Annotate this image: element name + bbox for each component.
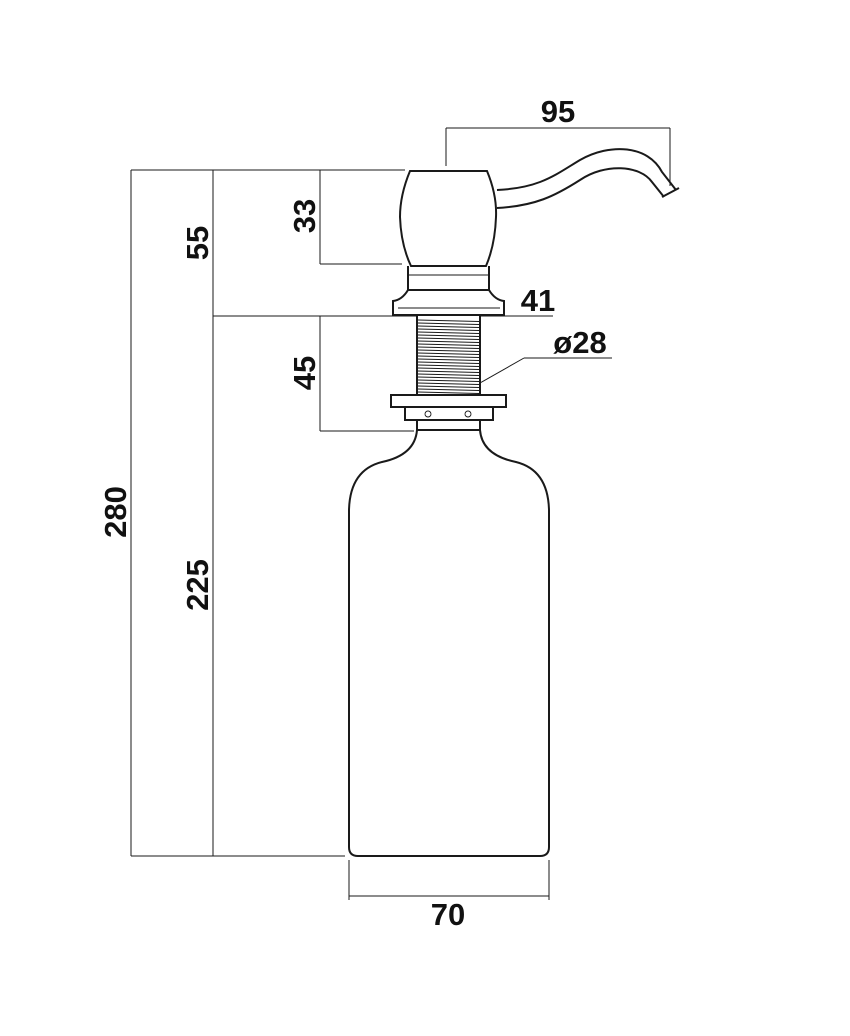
dim-shank-length: 45 <box>287 356 322 390</box>
thread-line <box>417 379 480 382</box>
spout <box>496 148 677 209</box>
pump-head <box>398 170 498 267</box>
dim-bottle-height: 225 <box>180 559 215 611</box>
dim-flange-width: 41 <box>521 283 555 318</box>
thread-line <box>417 328 480 331</box>
dim-spout-reach: 95 <box>541 94 575 129</box>
thread-line <box>417 319 480 322</box>
thread-line <box>417 340 480 343</box>
bottle-body <box>348 429 550 857</box>
dim-bottle-width: 70 <box>431 897 465 932</box>
dim-total-height: 280 <box>98 486 133 538</box>
thread-line <box>417 337 480 340</box>
thread-line <box>417 331 480 334</box>
thread-line <box>417 334 480 337</box>
flange <box>392 289 505 316</box>
dimension-lines <box>130 127 671 900</box>
thread-line <box>417 391 480 394</box>
washer <box>404 406 494 421</box>
thread-line <box>417 388 480 391</box>
nut-bolt-left <box>424 410 432 418</box>
thread-line <box>417 364 480 367</box>
thread-line <box>417 361 480 364</box>
dim-head-height: 33 <box>287 199 322 233</box>
thread-line <box>417 376 480 379</box>
spout-tip <box>661 187 680 198</box>
thread-line <box>417 382 480 385</box>
thread-line <box>417 322 480 325</box>
thread-line <box>417 349 480 352</box>
thread-line <box>417 373 480 376</box>
thread-line <box>417 343 480 346</box>
thread-line <box>417 346 480 349</box>
lock-nut <box>390 394 507 408</box>
thread-lines <box>417 319 480 394</box>
bottle-neck <box>416 419 481 431</box>
nut-bolt-right <box>464 410 472 418</box>
dispenser-outline <box>348 148 680 857</box>
thread-line <box>417 358 480 361</box>
thread-line <box>417 352 480 355</box>
thread-line <box>417 385 480 388</box>
thread-line <box>417 325 480 328</box>
dim-pump-height: 55 <box>180 226 215 260</box>
collar <box>407 266 490 291</box>
dim-thread-diameter: ø28 <box>553 325 606 360</box>
thread-line <box>417 370 480 373</box>
thread-line <box>417 355 480 358</box>
thread-line <box>417 367 480 370</box>
